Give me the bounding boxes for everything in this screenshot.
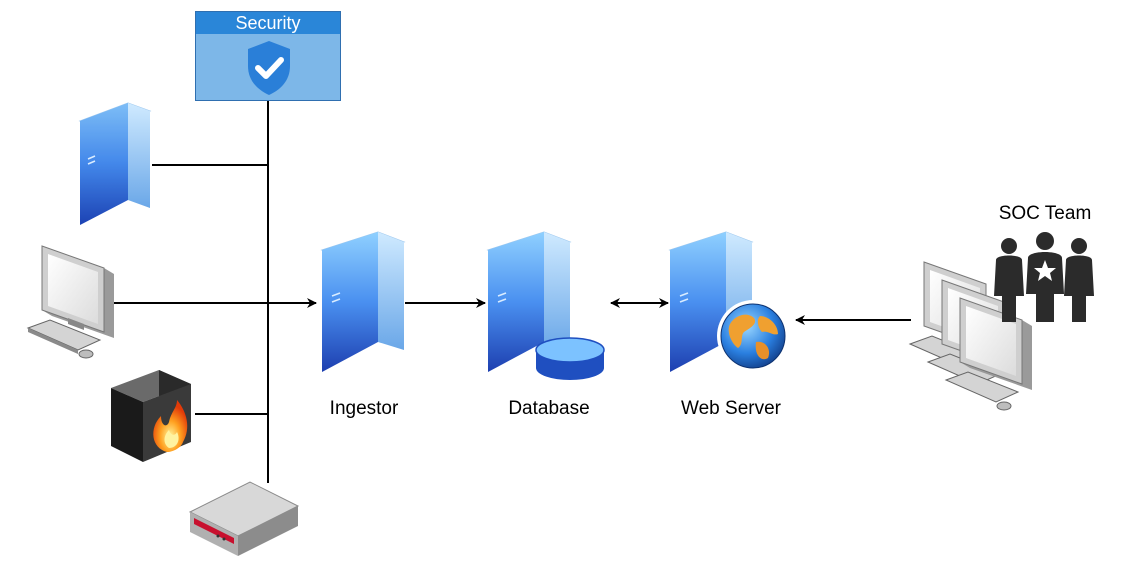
web-server-label: Web Server — [681, 398, 781, 419]
soc-team-label: SOC Team — [998, 203, 1092, 224]
ingestor-server-icon — [320, 231, 406, 372]
database-server-icon — [486, 231, 605, 380]
network-appliance-icon — [188, 481, 300, 556]
soc-workstations-icon — [908, 261, 1032, 411]
firewall-icon — [111, 370, 191, 462]
web-server-icon — [668, 231, 789, 372]
ingestor-label: Ingestor — [329, 398, 399, 419]
connectors — [113, 101, 911, 483]
workstation-icon — [26, 245, 114, 359]
database-label: Database — [508, 398, 590, 419]
shield-check-icon — [248, 41, 290, 95]
security-group: Security — [195, 11, 341, 101]
security-group-title: Security — [196, 12, 340, 34]
source-server-icon — [78, 102, 152, 225]
soc-team-icon — [994, 232, 1094, 322]
